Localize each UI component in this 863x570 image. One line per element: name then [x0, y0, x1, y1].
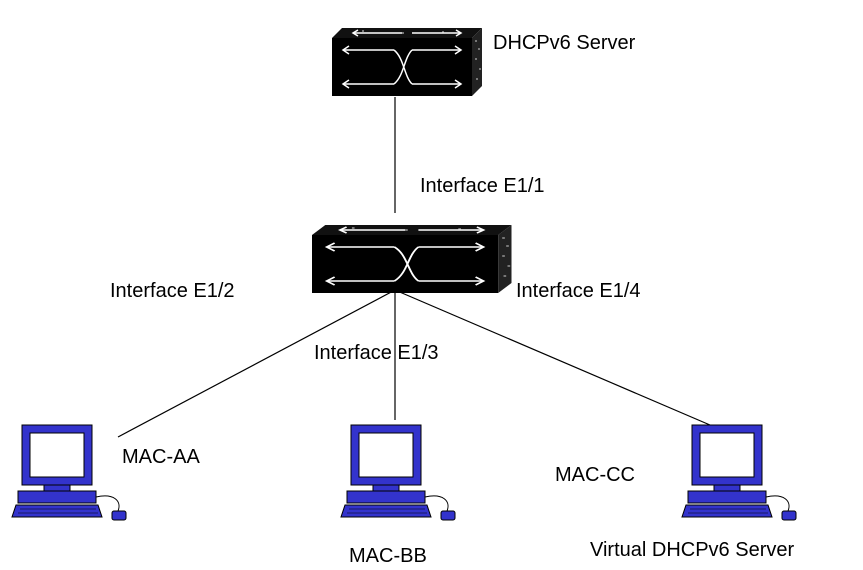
desktop-computer-icon	[681, 424, 797, 521]
desktop-computer-icon	[340, 424, 456, 521]
interface-e1-3-label: Interface E1/3	[314, 342, 439, 364]
network-switch-icon	[331, 27, 483, 97]
virtual-server-label: Virtual DHCPv6 Server	[590, 539, 795, 561]
mac-cc-label: MAC-CC	[555, 464, 635, 486]
server-label: DHCPv6 Server	[493, 32, 636, 54]
interface-e1-4-label: Interface E1/4	[516, 280, 641, 302]
link-e1-4-mac-cc	[394, 289, 711, 426]
network-links	[117, 97, 711, 438]
link-e1-2-mac-aa	[117, 289, 396, 438]
mac-aa-label: MAC-AA	[122, 446, 200, 468]
interface-e1-2-label: Interface E1/2	[110, 280, 235, 302]
network-switch-icon	[311, 224, 513, 294]
interface-e1-1-label: Interface E1/1	[420, 175, 545, 197]
desktop-computer-icon	[11, 424, 127, 521]
mac-bb-label: MAC-BB	[349, 545, 427, 567]
